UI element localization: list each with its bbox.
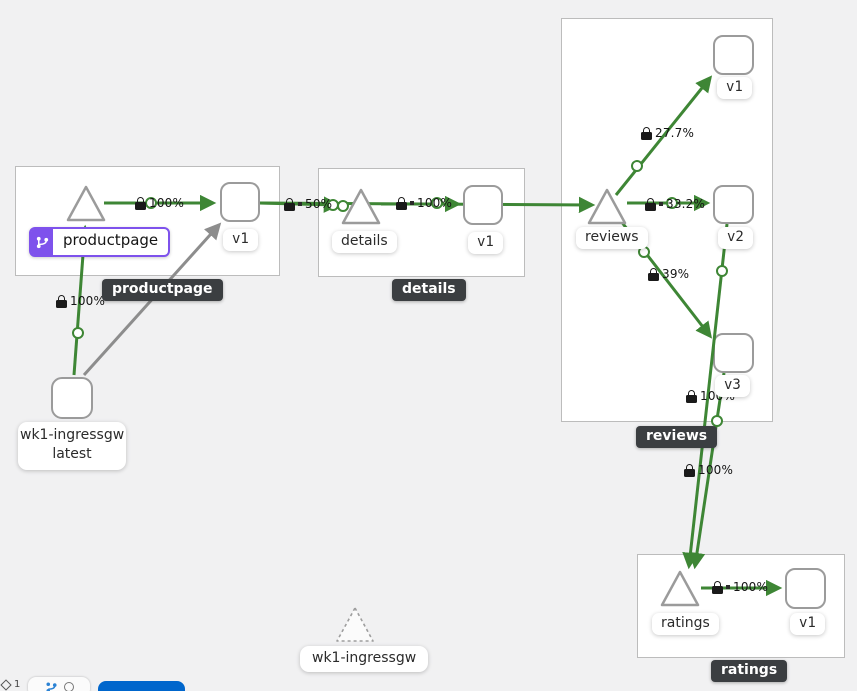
mtls-lock-icon <box>648 267 659 281</box>
node-label-reviews-v1[interactable]: v1 <box>717 77 752 99</box>
edge-ring <box>72 327 84 339</box>
branch-icon <box>45 681 57 691</box>
primary-action-button[interactable] <box>98 681 185 691</box>
app-branch-icon <box>31 229 53 255</box>
edge-label-details-to-v1: 100% <box>396 196 452 210</box>
mtls-lock-icon <box>712 580 723 594</box>
node-productpage-v1[interactable] <box>220 182 260 222</box>
edge-reviewsv3-to-ratings[interactable] <box>688 372 726 570</box>
node-label-ingress-idle[interactable]: wk1-ingressgw <box>300 646 429 672</box>
edge-label-reviews-to-v3: 39% <box>648 267 689 281</box>
rate-dot-icon <box>298 202 302 206</box>
node-details-v1[interactable] <box>463 185 503 225</box>
node-label-ingress-workload[interactable]: wk1-ingressgw latest <box>18 422 126 470</box>
node-label-reviews[interactable]: reviews <box>576 227 648 249</box>
edge-ring <box>716 265 728 277</box>
edge-ring <box>711 415 723 427</box>
mtls-lock-icon <box>645 197 656 211</box>
edge-label-ingress-to-productpage: 100% <box>56 294 105 308</box>
edge-ring <box>431 197 443 209</box>
toolbar-mini-label: 1 <box>14 679 21 690</box>
node-reviews-v1[interactable] <box>713 35 754 75</box>
edge-label-productpage-to-v1: 100% <box>135 196 184 210</box>
edge-reviews-to-v1[interactable] <box>614 75 713 196</box>
node-ratings-service[interactable] <box>660 570 700 607</box>
edge-reviewsv2-to-ratings[interactable] <box>682 223 729 570</box>
node-label-productpage-v1[interactable]: v1 <box>223 229 258 251</box>
group-badge-productpage: productpage <box>102 279 223 301</box>
circle-icon <box>63 682 74 691</box>
edge-label-reviews-to-v2: 33.2% <box>645 197 705 211</box>
node-label-reviews-v3[interactable]: v3 <box>715 375 750 397</box>
edge-ring <box>666 197 678 209</box>
diamond-icon <box>0 678 12 691</box>
mtls-lock-icon <box>56 294 67 308</box>
node-label-ratings-v1[interactable]: v1 <box>790 613 825 635</box>
mtls-lock-icon <box>641 126 652 140</box>
edge-ring <box>631 160 643 172</box>
rate-dot-icon <box>659 202 663 206</box>
ingress-workload-version: latest <box>52 445 92 462</box>
node-ratings-v1[interactable] <box>785 568 826 609</box>
node-ingress-workload[interactable] <box>51 377 93 419</box>
mtls-lock-icon <box>284 197 295 211</box>
mtls-lock-icon <box>686 389 697 403</box>
node-reviews-v2[interactable] <box>713 185 754 224</box>
mtls-lock-icon <box>396 196 407 210</box>
node-details-service[interactable] <box>341 188 381 225</box>
edge-label-productpage-to-details: 50% <box>284 197 332 211</box>
node-label-details[interactable]: details <box>332 231 397 253</box>
rate-dot-icon <box>410 201 414 205</box>
node-label-reviews-v2[interactable]: v2 <box>718 227 753 249</box>
node-reviews-v3[interactable] <box>713 333 754 373</box>
rate-dot-icon <box>726 585 730 589</box>
edge-ring <box>145 197 157 209</box>
node-productpage-service[interactable] <box>66 185 106 222</box>
group-badge-reviews: reviews <box>636 426 718 448</box>
group-badge-details: details <box>392 279 466 301</box>
node-label-ratings[interactable]: ratings <box>652 613 719 635</box>
node-reviews-service[interactable] <box>587 188 627 225</box>
edge-ring <box>337 200 349 212</box>
app-badge-productpage[interactable]: productpage <box>29 227 171 257</box>
graph-type-button[interactable] <box>28 677 90 691</box>
group-badge-ratings: ratings <box>711 660 788 682</box>
edge-label-reviewsv3-to-ratings: 100% <box>684 463 733 477</box>
toolbar-mini-indicator: 1 <box>0 678 21 691</box>
edge-label-ratings-to-v1: 100% <box>712 580 768 594</box>
edge-label-reviews-to-v1: 27.7% <box>641 126 694 140</box>
mtls-lock-icon <box>684 463 695 477</box>
app-badge-label: productpage <box>63 231 159 249</box>
node-label-details-v1[interactable]: v1 <box>468 232 503 254</box>
ingress-workload-name: wk1-ingressgw <box>20 427 125 443</box>
node-ingress-idle[interactable] <box>336 607 374 642</box>
mtls-lock-icon <box>135 196 146 210</box>
